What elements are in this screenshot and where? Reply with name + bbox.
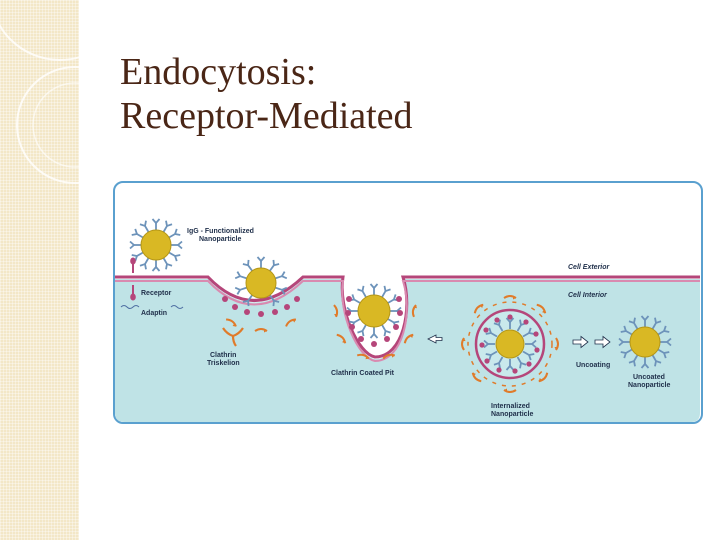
label-adaptin: Adaptin xyxy=(141,310,167,317)
label-receptor: Receptor xyxy=(141,290,172,297)
decorative-sidebar xyxy=(0,0,79,540)
adaptin-squiggles xyxy=(120,305,184,309)
label-igg-line1: IgG - Functionalized xyxy=(187,228,254,235)
uncoated-nanoparticle xyxy=(618,315,672,369)
free-nanoparticle xyxy=(129,218,183,272)
label-internalized-line1: Internalized xyxy=(491,403,530,410)
step-arrow-3 xyxy=(594,335,611,349)
label-internalized-line2: Nanoparticle xyxy=(491,411,534,418)
label-igg-line2: Nanoparticle xyxy=(199,236,242,243)
clathrin-coated-pit xyxy=(331,283,419,362)
internalized-vesicle xyxy=(460,294,560,394)
title-line-1: Endocytosis: xyxy=(120,51,317,93)
endocytosis-diagram: IgG - Functionalized Nanoparticle Recept… xyxy=(113,181,703,424)
label-uncoating: Uncoating xyxy=(576,362,610,369)
label-uncoated-line2: Nanoparticle xyxy=(628,382,671,389)
binding-nanoparticle xyxy=(222,256,300,334)
label-cell-exterior: Cell Exterior xyxy=(568,264,611,271)
label-uncoated-line1: Uncoated xyxy=(633,374,665,381)
label-clathrin-line2: Triskelion xyxy=(207,360,240,367)
label-clathrin-coated-pit: Clathrin Coated Pit xyxy=(331,370,395,377)
clathrin-triskelion xyxy=(222,327,244,347)
step-arrow-2 xyxy=(572,335,589,349)
title-line-2: Receptor-Mediated xyxy=(120,95,413,137)
slide-title: Endocytosis: Receptor-Mediated xyxy=(120,50,413,138)
label-cell-interior: Cell Interior xyxy=(568,292,608,299)
step-arrow-1 xyxy=(427,334,443,344)
sidebar-circles-decoration xyxy=(0,24,79,184)
label-clathrin-line1: Clathrin xyxy=(210,352,236,359)
